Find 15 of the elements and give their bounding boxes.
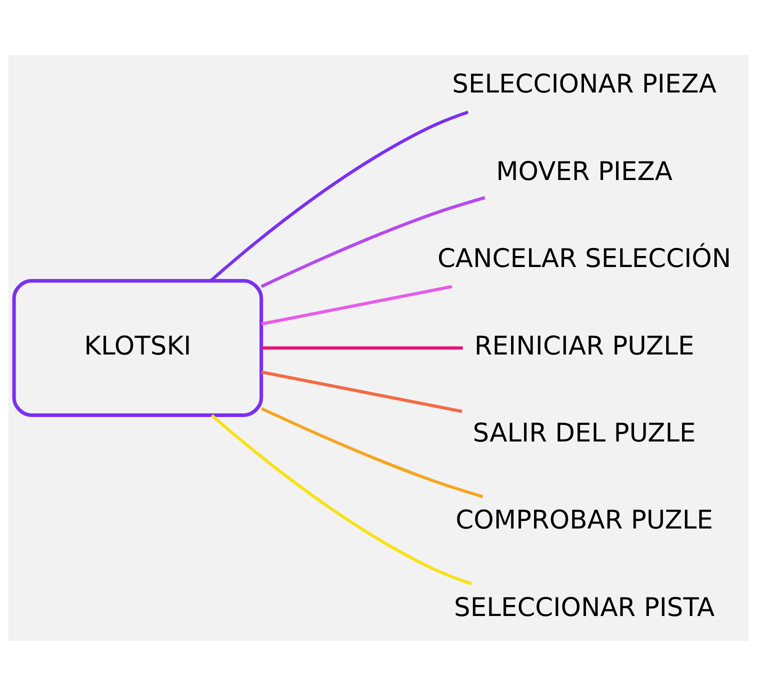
node-text: MOVER PIEZA [496, 156, 673, 186]
connector [210, 110, 469, 282]
connector [261, 284, 452, 325]
node-text: COMPROBAR PUZLE [456, 505, 714, 536]
node-text: CANCELAR SELECCIÓN [437, 244, 732, 274]
node-text: SELECCIONAR PIEZA [452, 69, 716, 100]
node-box: KLOTSKI [12, 278, 264, 416]
node-text: REINICIAR PUZLE [474, 330, 694, 361]
node-text: SELECCIONAR PISTA [454, 592, 715, 622]
connector [261, 370, 462, 412]
connector [210, 414, 472, 585]
connector [262, 346, 463, 350]
connector [260, 196, 486, 288]
node-text: SALIR DEL PUZLE [472, 418, 696, 448]
connector [260, 406, 484, 498]
